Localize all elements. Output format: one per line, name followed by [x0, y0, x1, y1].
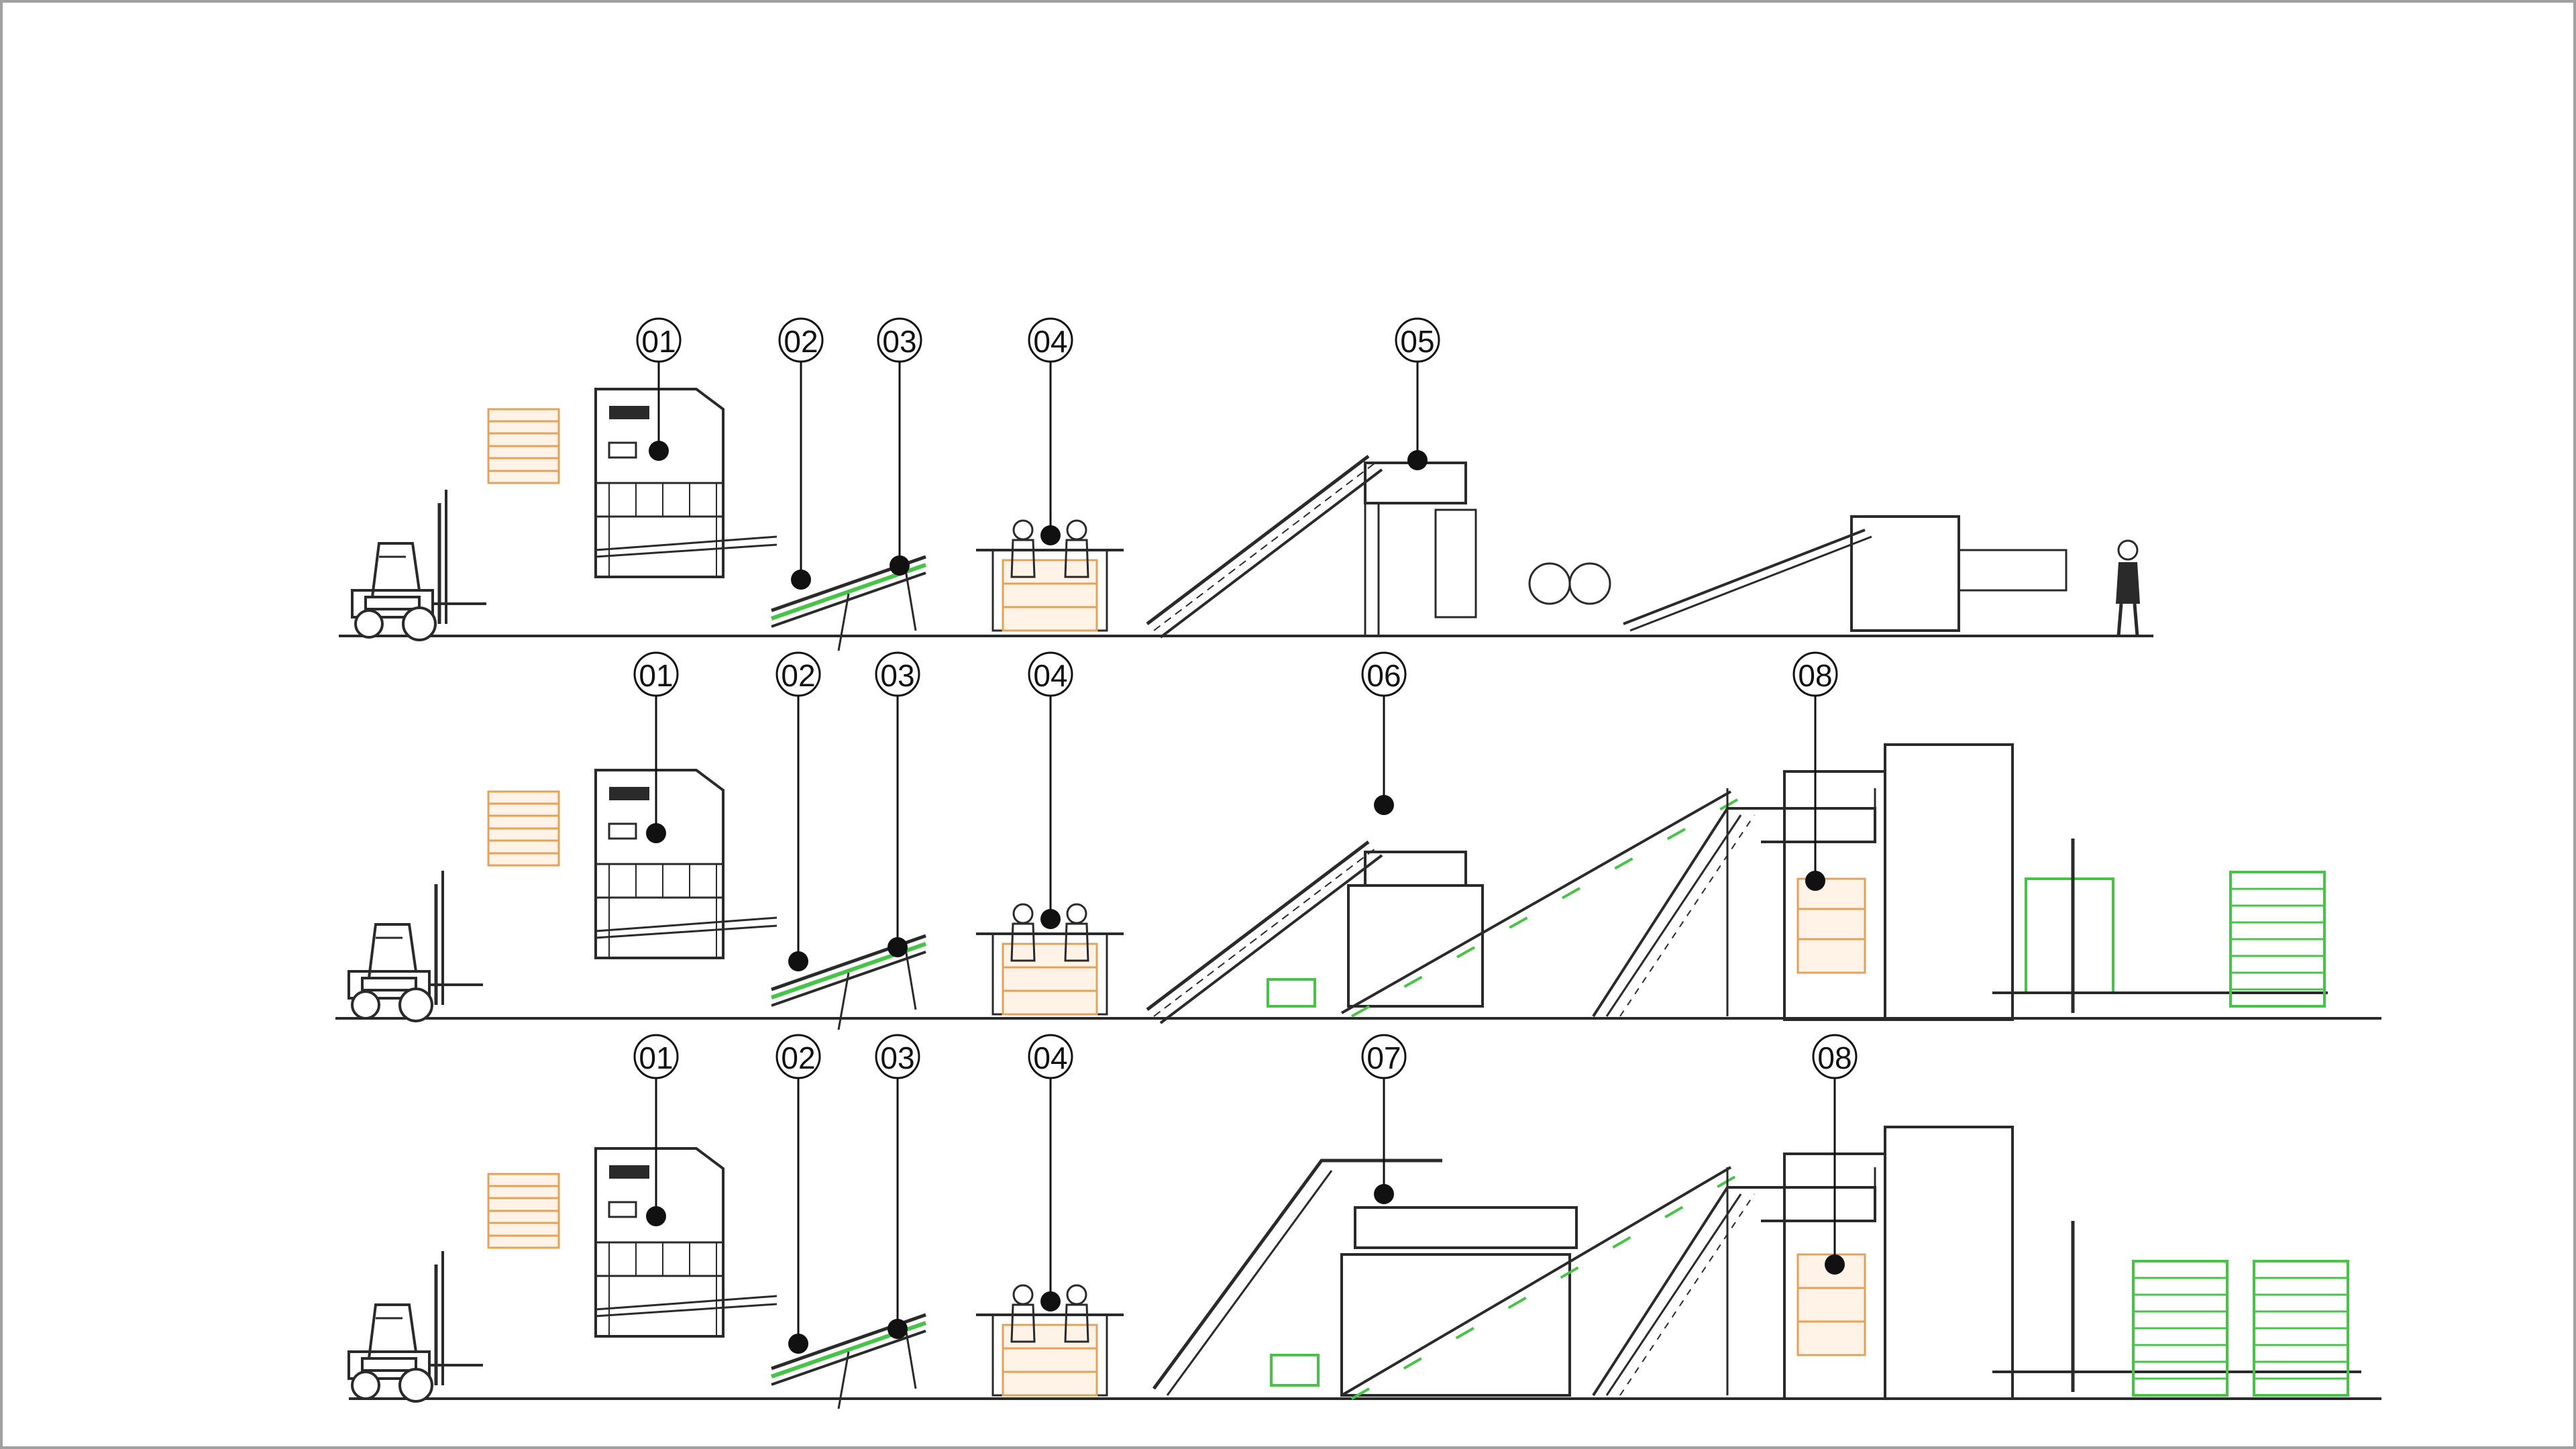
operator-icon — [2116, 539, 2140, 637]
hopper-machine — [594, 769, 778, 959]
svg-text:03: 03 — [880, 1040, 914, 1075]
palletizer — [1783, 1126, 2361, 1400]
bagging-machine — [1267, 790, 1738, 1018]
svg-text:04: 04 — [1033, 658, 1067, 693]
callout-row1-04: 04 — [1028, 317, 1073, 545]
hopper-machine — [594, 1147, 778, 1338]
twin-weigher-line — [1152, 1159, 1739, 1400]
svg-text:08: 08 — [1798, 658, 1832, 693]
svg-text:01: 01 — [641, 324, 676, 359]
svg-text:01: 01 — [639, 1040, 673, 1075]
callout-row3-01: 01 — [633, 1034, 679, 1226]
callout-row2-03: 03 — [875, 651, 920, 957]
svg-text:03: 03 — [880, 658, 914, 693]
callout-row2-04: 04 — [1028, 651, 1073, 929]
hopper-machine — [594, 388, 778, 578]
callout-row1-05: 05 — [1395, 317, 1440, 470]
pallet-icon — [487, 790, 560, 867]
forklift-icon — [352, 490, 486, 640]
callout-row2-06: 06 — [1361, 651, 1407, 815]
row-1 — [339, 388, 2153, 651]
weigher-machine — [1364, 462, 2068, 637]
row-3 — [349, 1126, 2381, 1409]
green-crate-stack — [2229, 871, 2326, 1008]
callout-row2-01: 01 — [633, 651, 679, 843]
callout-row3-02: 02 — [775, 1034, 821, 1354]
callout-row3-03: 03 — [875, 1034, 920, 1339]
forklift-icon — [349, 871, 483, 1021]
svg-text:02: 02 — [781, 1040, 815, 1075]
green-crate-stack — [2253, 1260, 2349, 1397]
callout-row2-02: 02 — [775, 651, 821, 971]
pallet-icon — [487, 408, 560, 484]
callout-row3-07: 07 — [1361, 1034, 1407, 1204]
svg-text:04: 04 — [1033, 1040, 1067, 1075]
callout-row1-03: 03 — [877, 317, 922, 576]
callout-row3-04: 04 — [1028, 1034, 1073, 1311]
callout-row3-08: 08 — [1812, 1034, 1858, 1275]
svg-text:08: 08 — [1817, 1040, 1851, 1075]
incline-elevator — [1147, 456, 1382, 637]
row-2 — [335, 743, 2381, 1030]
palletizer — [1783, 743, 2328, 1021]
green-crate-stack — [2132, 1260, 2229, 1397]
pallet-icon — [487, 1173, 560, 1249]
svg-text:05: 05 — [1400, 324, 1434, 359]
forklift-icon — [349, 1251, 483, 1401]
callout-row1-01: 01 — [636, 317, 682, 461]
svg-text:06: 06 — [1366, 658, 1401, 693]
svg-text:07: 07 — [1366, 1040, 1401, 1075]
callout-row2-08: 08 — [1792, 651, 1838, 891]
svg-text:03: 03 — [882, 324, 916, 359]
svg-text:02: 02 — [784, 324, 818, 359]
svg-text:01: 01 — [639, 658, 673, 693]
svg-text:04: 04 — [1033, 324, 1067, 359]
incline-elevator — [1147, 842, 1382, 1023]
svg-text:02: 02 — [781, 658, 815, 693]
callout-row1-02: 02 — [778, 317, 824, 590]
